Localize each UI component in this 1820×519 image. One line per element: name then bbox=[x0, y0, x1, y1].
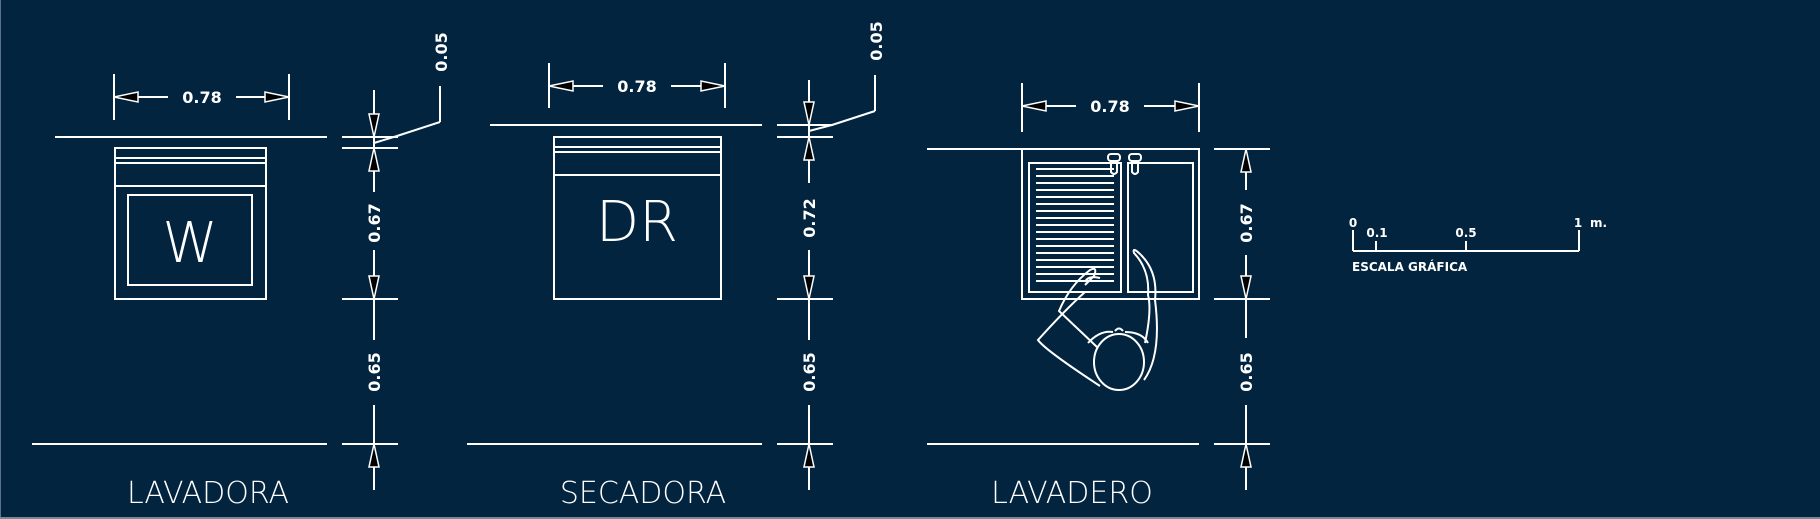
washboard-ridges bbox=[1036, 168, 1114, 282]
width-dimension: 0.78 bbox=[548, 63, 726, 108]
left-edge-line bbox=[0, 0, 1, 519]
scale-tick-1: 1 bbox=[1574, 216, 1582, 230]
scale-tick-0: 0 bbox=[1349, 216, 1357, 230]
fixture-secadora: DR 0.78 0.05 0.72 bbox=[467, 21, 886, 511]
depth-value: 0.67 bbox=[1237, 203, 1256, 242]
person-icon bbox=[1036, 249, 1158, 391]
dryer-symbol: DR bbox=[553, 136, 722, 300]
fixture-label: LAVADORA bbox=[127, 476, 289, 511]
scale-tick-0-1: 0.1 bbox=[1366, 226, 1387, 240]
depth-dimensions: 0.05 0.67 0.65 bbox=[342, 32, 451, 490]
fixture-label: SECADORA bbox=[560, 476, 726, 511]
width-dimension: 0.78 bbox=[1021, 83, 1200, 132]
depth-value: 0.67 bbox=[365, 203, 384, 242]
fixture-label: LAVADERO bbox=[991, 476, 1153, 511]
fixture-lavadora: W 0.78 0.05 0.67 bbox=[32, 32, 451, 511]
front-space-value: 0.65 bbox=[365, 352, 384, 391]
sink-symbol bbox=[1021, 148, 1200, 300]
washer-symbol: W bbox=[114, 147, 267, 300]
depth-dimensions: 0.05 0.72 0.65 bbox=[777, 21, 886, 490]
front-space-value: 0.65 bbox=[1237, 352, 1256, 391]
depth-dimensions: 0.67 0.65 bbox=[1214, 148, 1270, 490]
scale-unit: m. bbox=[1590, 216, 1607, 230]
dryer-letters: DR bbox=[596, 190, 678, 255]
scale-tick-0-5: 0.5 bbox=[1455, 226, 1476, 240]
width-value: 0.78 bbox=[182, 88, 221, 107]
scale-bar: 0 0.1 0.5 1 m. ESCALA GRÁFICA bbox=[1349, 216, 1607, 274]
bottom-edge-line bbox=[0, 517, 1820, 519]
fixture-lavadero: 0.78 0.67 0.65 LAVADERO bbox=[927, 83, 1270, 511]
width-dimension: 0.78 bbox=[113, 74, 290, 120]
faucet-icon bbox=[1107, 153, 1142, 175]
front-space-value: 0.65 bbox=[800, 352, 819, 391]
width-value: 0.78 bbox=[1090, 97, 1129, 116]
depth-value: 0.72 bbox=[800, 198, 819, 237]
scale-title: ESCALA GRÁFICA bbox=[1352, 259, 1468, 274]
width-value: 0.78 bbox=[617, 77, 656, 96]
clearance-value: 0.05 bbox=[432, 32, 451, 71]
clearance-value: 0.05 bbox=[867, 21, 886, 60]
washer-letter: W bbox=[162, 211, 217, 276]
